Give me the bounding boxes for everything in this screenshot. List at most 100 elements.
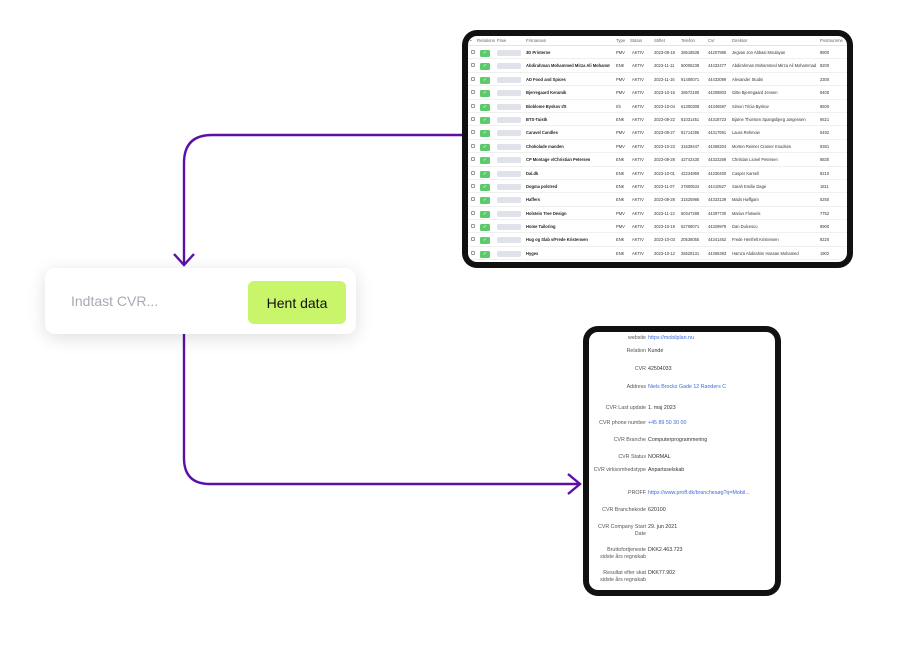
row-checkbox[interactable]: [471, 103, 475, 108]
flow-badge[interactable]: [497, 197, 521, 204]
flow-badge[interactable]: [497, 210, 521, 217]
flow-badge[interactable]: [497, 116, 521, 123]
relation-check-icon[interactable]: ✓: [480, 170, 490, 178]
row-checkbox[interactable]: [471, 197, 475, 202]
row-checkbox[interactable]: [471, 157, 475, 162]
relation-check-icon[interactable]: ✓: [480, 210, 490, 218]
row-checkbox[interactable]: [471, 90, 475, 95]
cell-type: I/S: [616, 103, 622, 109]
relation-check-icon[interactable]: ✓: [480, 63, 490, 71]
relation-check-icon[interactable]: ✓: [480, 116, 490, 124]
cell-name: Dogma polstred: [526, 183, 558, 189]
flow-badge[interactable]: [497, 90, 521, 97]
row-checkbox[interactable]: [471, 224, 475, 229]
header-flow[interactable]: Flow: [497, 38, 507, 43]
fetch-data-button[interactable]: Hent data: [248, 281, 346, 324]
flow-badge[interactable]: [497, 63, 521, 70]
row-checkbox[interactable]: [471, 130, 475, 135]
cell-status: AKTIV: [632, 50, 644, 55]
detail-label: CVR Branche: [613, 437, 646, 443]
row-checkbox[interactable]: [471, 250, 475, 255]
connector-input-to-detail: [182, 334, 580, 486]
flow-badge[interactable]: [497, 237, 521, 244]
relation-check-icon[interactable]: ✓: [480, 250, 490, 258]
detail-label: CVR Last update: [605, 405, 646, 411]
relation-check-icon[interactable]: ✓: [480, 237, 490, 245]
flow-badge[interactable]: [497, 76, 521, 83]
row-checkbox[interactable]: [471, 116, 475, 121]
row-checkbox[interactable]: [471, 143, 475, 148]
detail-link[interactable]: Niels Brocks Gade 12 Randers C: [648, 384, 727, 390]
flow-badge[interactable]: [497, 50, 521, 56]
header-name[interactable]: Firmanavn: [526, 38, 547, 43]
header-type[interactable]: Type: [616, 38, 626, 43]
detail-link[interactable]: https://mobilplan.nu: [648, 335, 694, 341]
flow-badge[interactable]: [497, 157, 521, 164]
header-status[interactable]: Status: [630, 38, 643, 43]
flow-badge[interactable]: [497, 103, 521, 110]
row-checkbox[interactable]: [471, 63, 475, 68]
cell-director: Laura Rehmow: [732, 130, 760, 136]
flow-badge[interactable]: [497, 183, 521, 190]
relation-check-icon[interactable]: ✓: [480, 130, 490, 138]
header-director[interactable]: Direktør: [732, 38, 748, 43]
relation-check-icon[interactable]: ✓: [480, 157, 490, 165]
flow-badge[interactable]: [497, 224, 521, 231]
detail-link[interactable]: https://www.proff.dk/branchesøg?q=Mobil.…: [648, 490, 750, 496]
cell-postnumber: 1902: [820, 250, 830, 256]
table-row[interactable]: ✓Høegh-Andersen SnedkeriENKAKTIV2023-11-…: [468, 260, 847, 262]
header-postnumber[interactable]: Postnumme: [820, 38, 843, 43]
row-checkbox[interactable]: [471, 210, 475, 215]
cell-name: Hygex: [526, 250, 539, 256]
relation-check-icon[interactable]: ✓: [480, 50, 490, 57]
relation-check-icon[interactable]: ✓: [480, 143, 490, 151]
relation-check-icon[interactable]: ✓: [480, 90, 490, 98]
row-checkbox[interactable]: [471, 50, 475, 54]
header-relations[interactable]: Relations: [477, 38, 495, 43]
detail-link[interactable]: +45 89 50 30 00: [648, 420, 687, 426]
relation-check-icon[interactable]: ✓: [480, 103, 490, 111]
row-checkbox[interactable]: [471, 183, 475, 188]
relation-check-icon[interactable]: ✓: [480, 197, 490, 205]
cell-postnumber: 7752: [820, 210, 830, 216]
cell-phone: 42234859: [681, 170, 700, 176]
row-checkbox[interactable]: [471, 170, 475, 175]
cell-cvr: 44318723: [708, 116, 727, 122]
relation-check-icon[interactable]: ✓: [480, 224, 490, 232]
row-checkbox[interactable]: [471, 76, 475, 81]
cell-postnumber: 8600: [820, 103, 830, 109]
cvr-input[interactable]: [45, 268, 245, 334]
header-start[interactable]: Stiftet: [654, 38, 665, 43]
detail-value: 42504033: [648, 366, 672, 372]
flow-badge[interactable]: [497, 170, 521, 177]
row-checkbox[interactable]: [471, 237, 475, 242]
detail-value: DKK2.463.723: [648, 547, 683, 553]
header-phone[interactable]: Telefon: [681, 38, 695, 43]
cell-postnumber: 8381: [820, 143, 830, 149]
relation-check-icon[interactable]: ✓: [480, 76, 490, 84]
relation-check-icon[interactable]: ✓: [480, 183, 490, 191]
flow-badge[interactable]: [497, 130, 521, 137]
flow-badge[interactable]: [497, 143, 521, 150]
header-cvr[interactable]: Cvr: [708, 38, 715, 43]
flow-badge[interactable]: [497, 250, 521, 257]
